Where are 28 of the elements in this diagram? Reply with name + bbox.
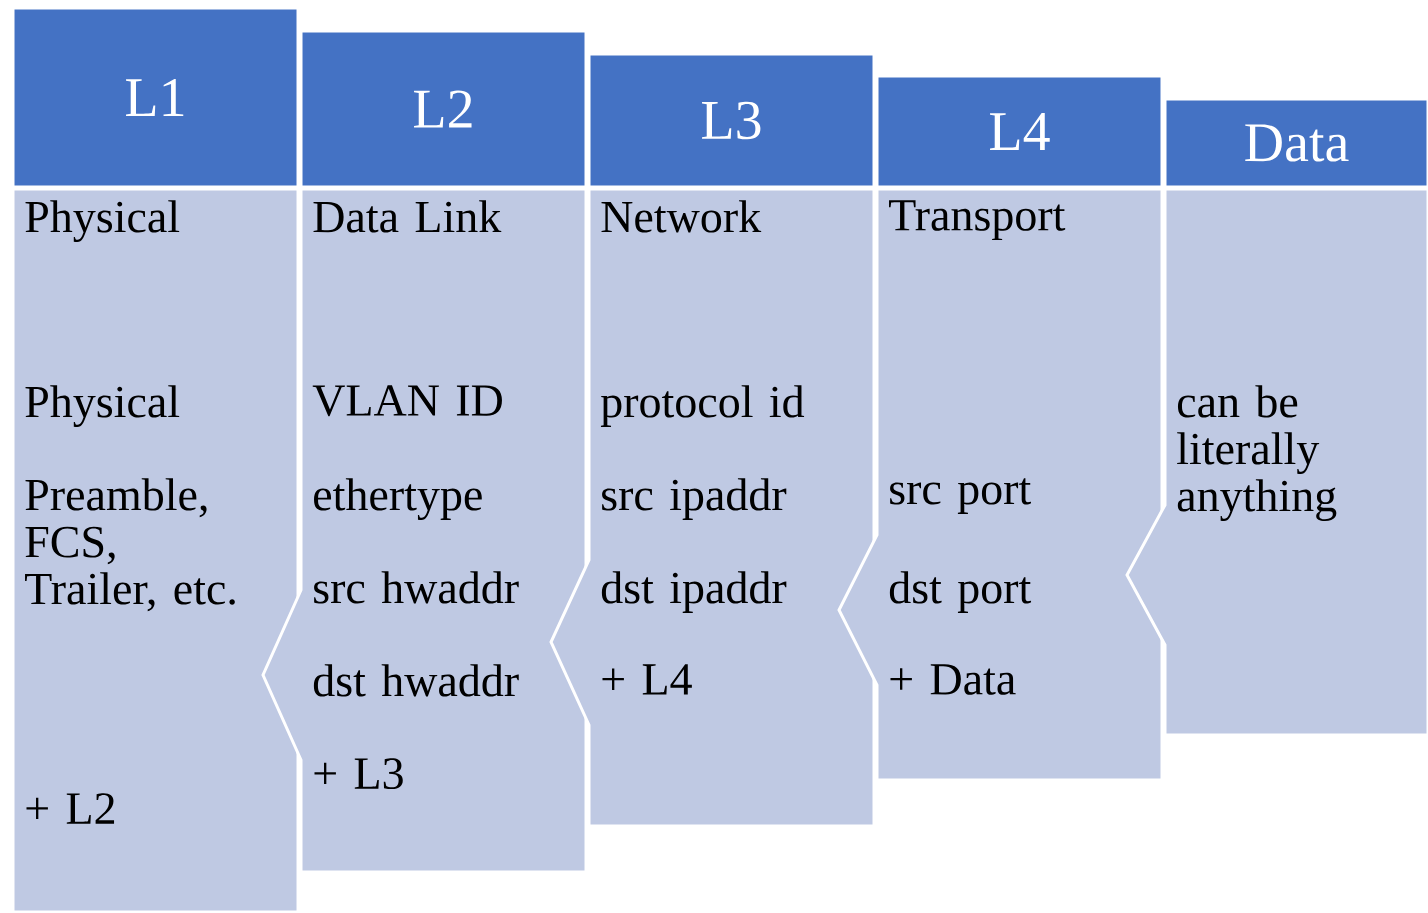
layer-column bbox=[261, 29, 588, 874]
field-text: dst hwaddr bbox=[313, 664, 519, 697]
field-text: + L2 bbox=[26, 793, 115, 824]
field-text: Transport bbox=[889, 200, 1066, 241]
layer-heading: L3 bbox=[702, 101, 761, 140]
field-text: Physical bbox=[25, 200, 180, 243]
field-text: src ipaddr bbox=[602, 478, 787, 520]
layer-heading: L4 bbox=[990, 113, 1050, 150]
layer-heading: Data bbox=[1245, 124, 1349, 162]
field-text: Preamble, FCS, Trailer, etc. bbox=[25, 478, 235, 612]
field-text: Physical bbox=[25, 385, 180, 428]
field-text: dst port bbox=[889, 571, 1032, 613]
field-text: + Data bbox=[890, 664, 1016, 695]
layer-heading: L1 bbox=[126, 79, 184, 116]
field-text: Network bbox=[601, 200, 762, 233]
layer-column bbox=[1125, 97, 1428, 737]
field-text: src hwaddr bbox=[314, 571, 519, 604]
layer-column bbox=[11, 6, 300, 913]
field-text: + L3 bbox=[314, 758, 403, 790]
field-text: src port bbox=[890, 478, 1031, 514]
field-text: ethertype bbox=[314, 478, 482, 521]
field-text: + L4 bbox=[602, 664, 692, 695]
field-text: Data Link bbox=[313, 200, 502, 233]
layer-heading: L2 bbox=[414, 90, 472, 128]
field-text: protocol id bbox=[600, 385, 805, 427]
field-text: dst ipaddr bbox=[601, 571, 787, 613]
field-text: can be literally anything bbox=[1177, 385, 1337, 522]
field-text: VLAN ID bbox=[312, 385, 502, 417]
